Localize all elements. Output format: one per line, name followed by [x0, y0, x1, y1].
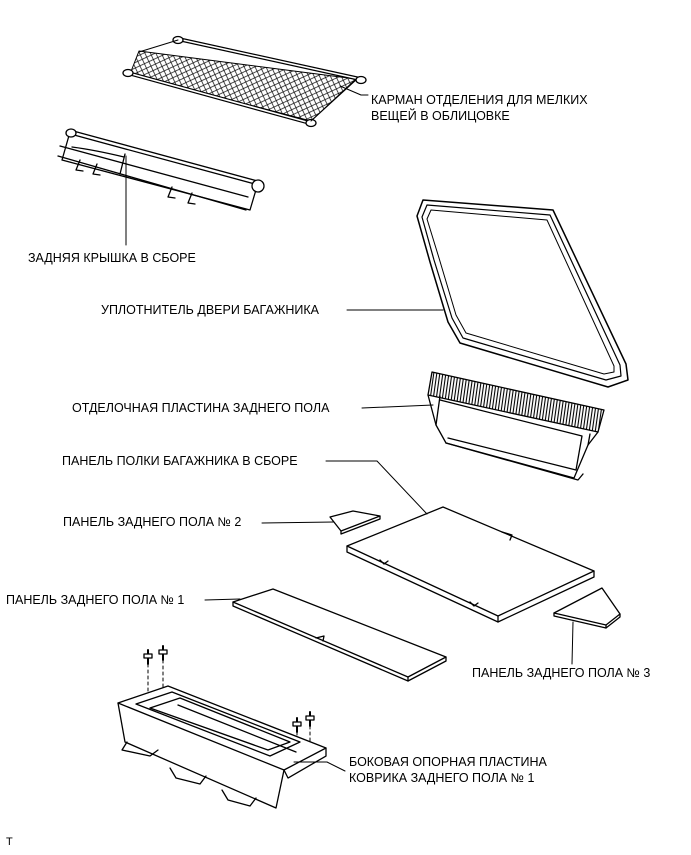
label-floor-panel-2: ПАНЕЛЬ ЗАДНЕГО ПОЛА № 2 [63, 515, 242, 529]
label-deck-board: ПАНЕЛЬ ПОЛКИ БАГАЖНИКА В СБОРЕ [62, 454, 298, 468]
label-storage-net: КАРМАН ОТДЕЛЕНИЯ ДЛЯ МЕЛКИХ ВЕЩЕЙ В ОБЛИ… [371, 92, 588, 124]
leader-lines [125, 85, 574, 772]
floor-panel-2-drawing [329, 510, 381, 535]
label-tonneau-cover: ЗАДНЯЯ КРЫШКА В СБОРЕ [28, 251, 196, 265]
side-support-plate-drawing [117, 645, 327, 809]
label-floor-panel-3: ПАНЕЛЬ ЗАДНЕГО ПОЛА № 3 [472, 666, 651, 680]
floor-finish-plate-drawing [427, 371, 605, 481]
leader-floor-panel-3 [571, 621, 574, 665]
storage-net-drawing [122, 35, 367, 128]
label-side-support-line-1: БОКОВАЯ ОПОРНАЯ ПЛАСТИНА [349, 755, 547, 769]
label-side-support-line-2: КОВРИКА ЗАДНЕГО ПОЛА № 1 [349, 771, 535, 785]
footer-mark: T [6, 836, 13, 848]
label-storage-net-line-2: ВЕЩЕЙ В ОБЛИЦОВКЕ [371, 109, 510, 123]
door-seal-drawing [416, 199, 629, 388]
label-side-support: БОКОВАЯ ОПОРНАЯ ПЛАСТИНА КОВРИКА ЗАДНЕГО… [349, 754, 547, 786]
leader-storage-net [339, 85, 369, 96]
label-floor-panel-1: ПАНЕЛЬ ЗАДНЕГО ПОЛА № 1 [6, 593, 185, 607]
floor-panel-3-drawing [553, 587, 621, 629]
label-floor-finish-plate: ОТДЕЛОЧНАЯ ПЛАСТИНА ЗАДНЕГО ПОЛА [72, 401, 330, 415]
tonneau-cover-drawing [57, 128, 265, 211]
leader-floor-panel-2 [261, 521, 335, 524]
leader-floor-panel-1 [204, 598, 241, 601]
leader-floor-finish-plate [361, 404, 434, 409]
label-storage-net-line-1: КАРМАН ОТДЕЛЕНИЯ ДЛЯ МЕЛКИХ [371, 93, 588, 107]
label-door-seal: УПЛОТНИТЕЛЬ ДВЕРИ БАГАЖНИКА [101, 303, 319, 317]
leader-deck-board [325, 460, 428, 515]
floor-panel-1-drawing [232, 588, 447, 682]
leader-side-support [293, 761, 346, 772]
deck-board-drawing [346, 506, 595, 623]
